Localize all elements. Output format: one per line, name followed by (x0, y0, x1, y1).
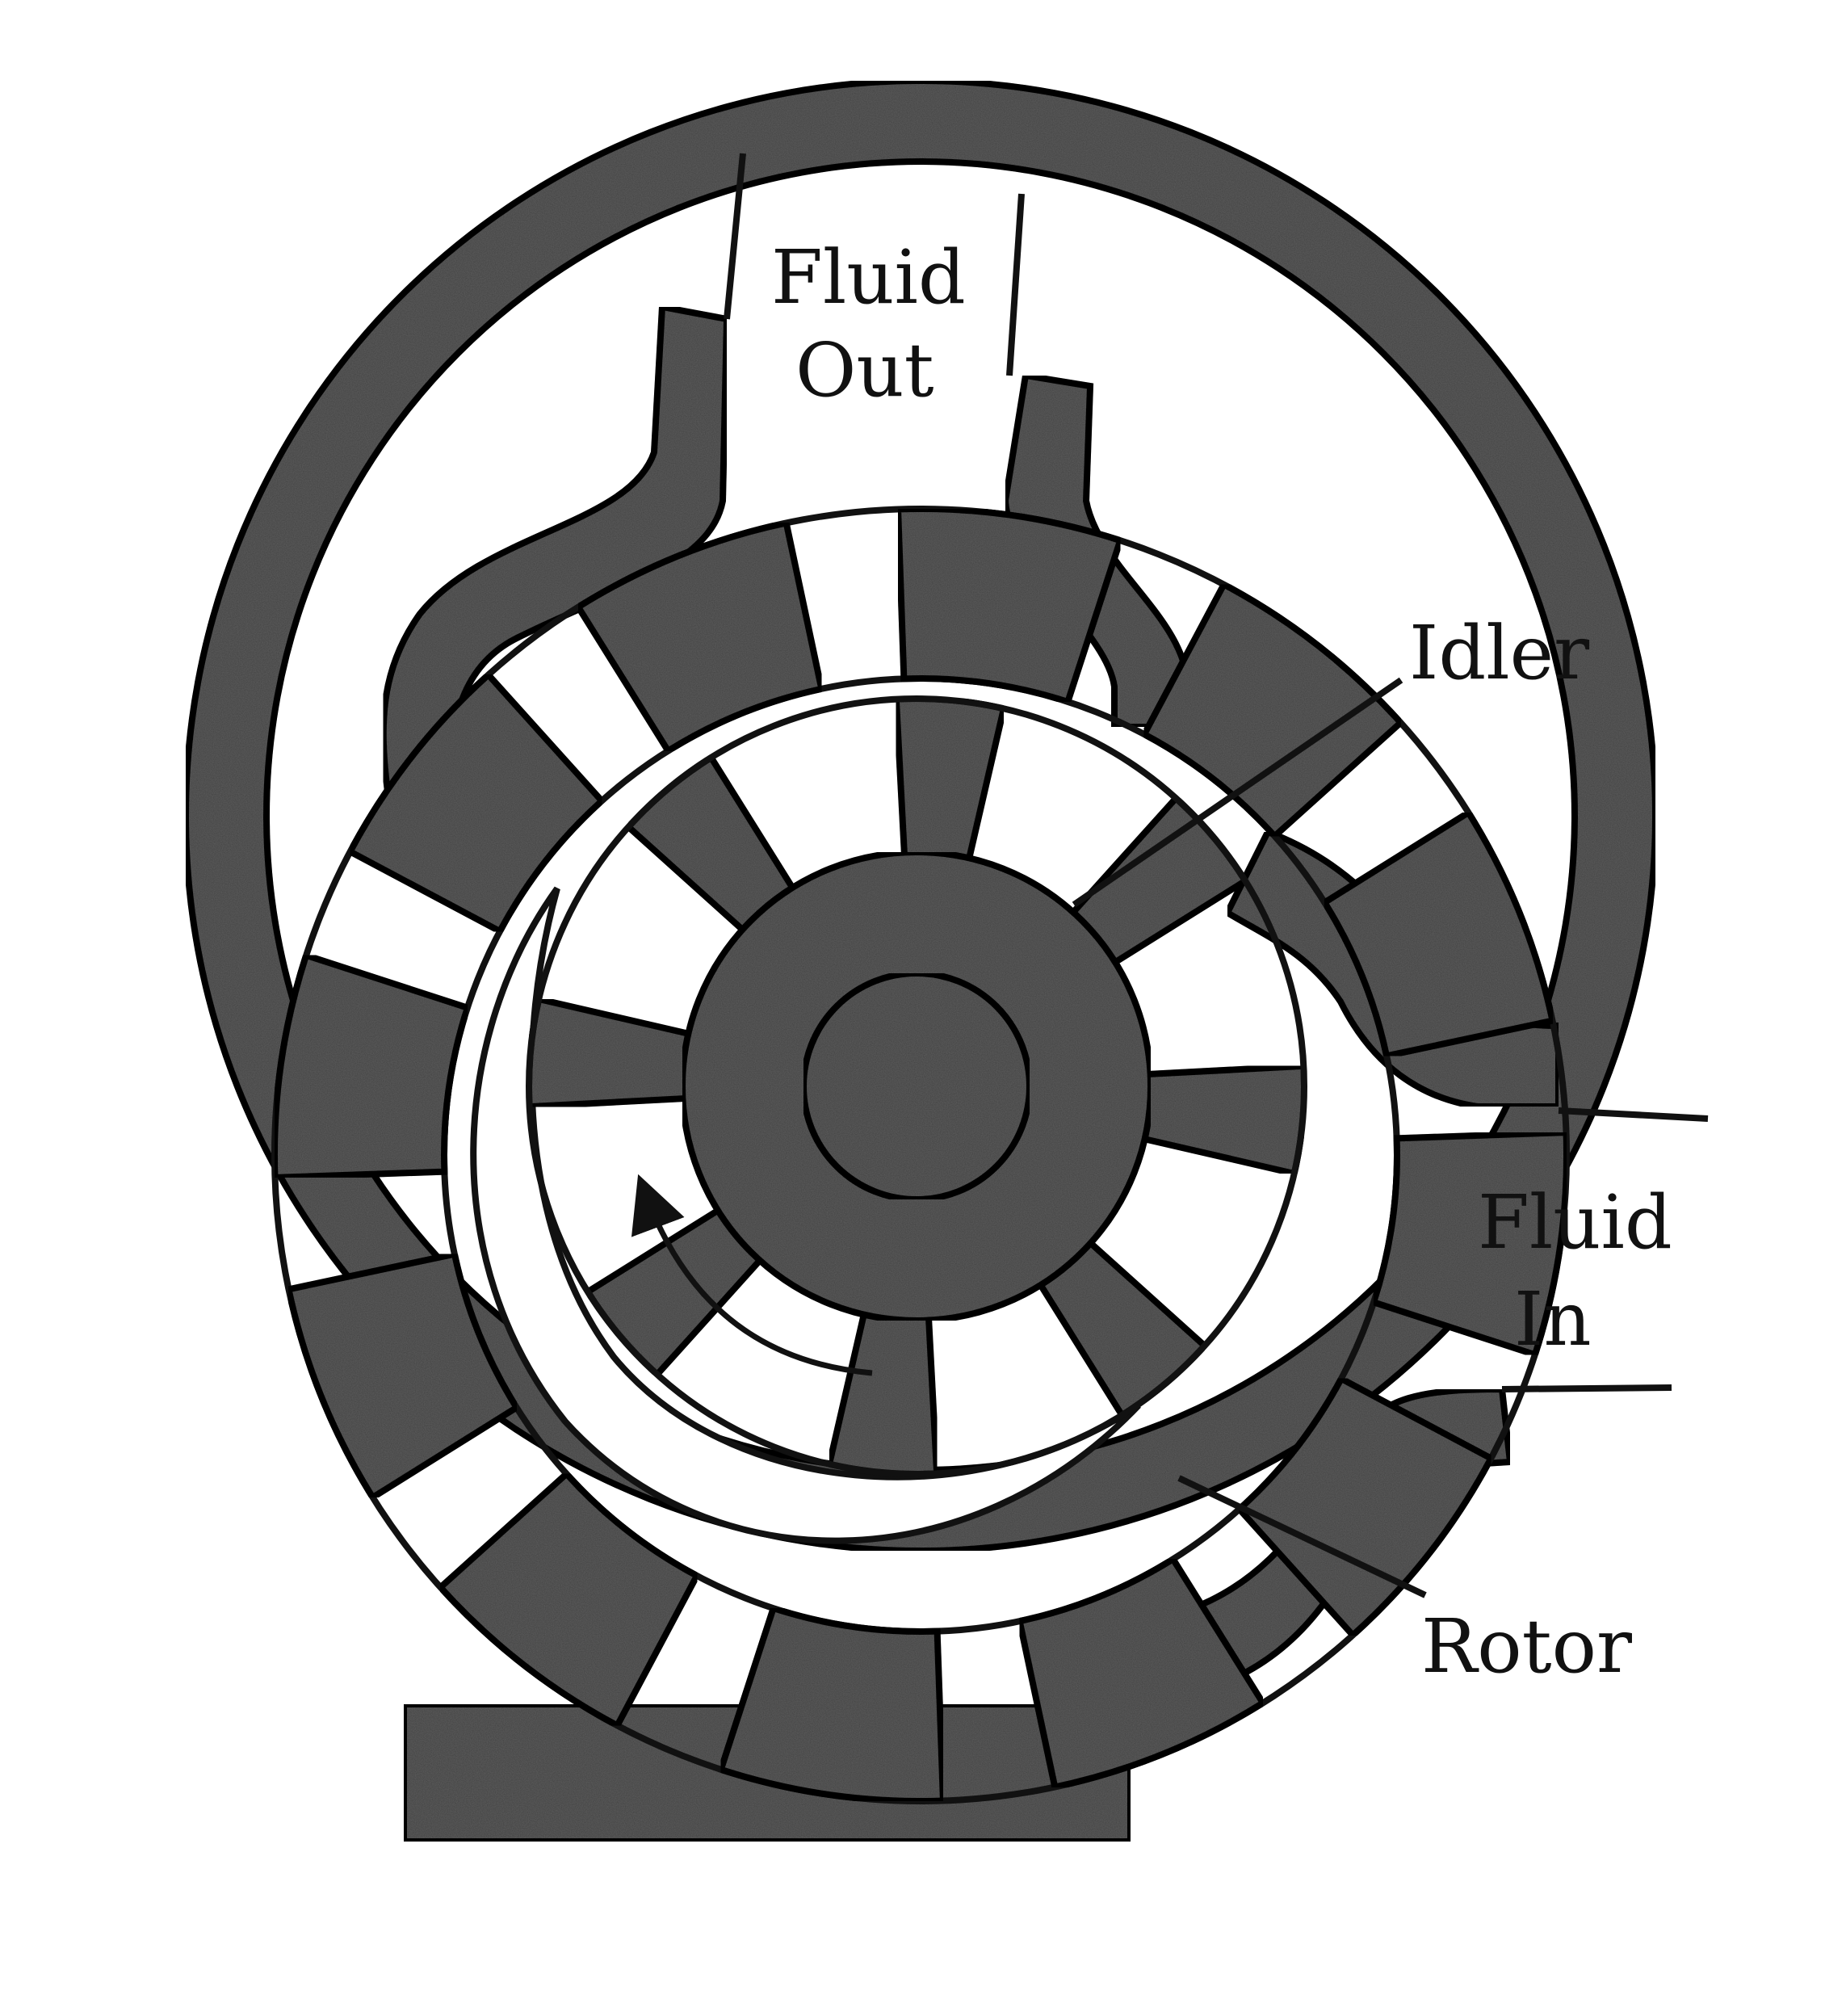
idler-pitch-circle (526, 695, 1307, 1477)
fluid-in-label-line2: In (1514, 1276, 1592, 1363)
fluid-out-label-line1: Fluid (771, 234, 966, 321)
rotor-tooth (573, 519, 826, 756)
rotor-tooth (1319, 808, 1557, 1060)
rotor-tooth (1015, 1554, 1268, 1791)
fluid-in-label-line1: Fluid (1478, 1179, 1672, 1266)
rotor-tooth (716, 1604, 947, 1804)
outlet-pipe-left-line (724, 153, 746, 320)
rotor-label: Rotor (1421, 1603, 1632, 1690)
rotor-tooth (271, 951, 472, 1182)
rotor-tooth (1370, 1128, 1570, 1359)
idler (526, 695, 1307, 1477)
rotor (271, 506, 1570, 1804)
crescent (470, 886, 1141, 1544)
rotor-leader-line (1177, 1475, 1427, 1598)
idler-label: Idler (1409, 610, 1589, 696)
rotor-tooth (1139, 580, 1406, 841)
rotor-tooth (435, 1469, 702, 1730)
rotation-arrow (631, 1174, 873, 1376)
inlet-pipe-bottom-line (1501, 1384, 1672, 1392)
idler-leader-line (1072, 677, 1403, 908)
rotor-tooth (1235, 1374, 1496, 1640)
outlet-pipe-right-line (1006, 193, 1025, 376)
pipe-lines (724, 153, 1709, 1392)
rotor-tooth (284, 1250, 522, 1502)
idler-shaft (800, 970, 1033, 1203)
rotor-tooth (894, 506, 1125, 706)
fluid-out-label-line2: Out (795, 327, 934, 414)
inlet-pipe-top-line (1558, 1107, 1709, 1122)
rotor-tooth (346, 670, 606, 936)
